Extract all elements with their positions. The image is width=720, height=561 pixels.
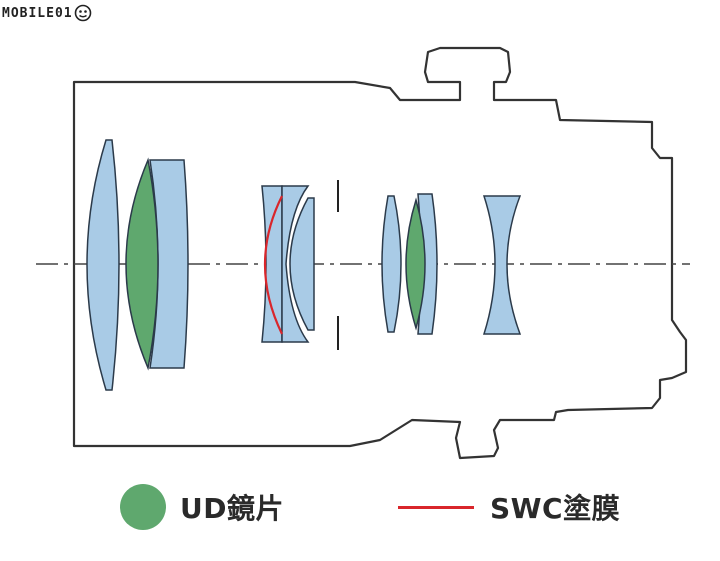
ud-lens-swatch	[120, 484, 166, 530]
swc-coating-swatch	[398, 505, 474, 509]
lens-element-1	[86, 139, 120, 391]
lens-element-6	[289, 197, 315, 331]
watermark-logo: MOBILE01	[2, 2, 92, 24]
lens-element-7	[381, 195, 402, 333]
ud-lens-element-2	[125, 157, 159, 371]
watermark-smiley-icon	[74, 4, 91, 22]
ud-lens-label: UD鏡片	[180, 492, 284, 525]
ud-lens-element-8	[405, 197, 426, 331]
swc-coating-label: SWC塗膜	[490, 492, 621, 525]
legend-ud: UD鏡片	[120, 482, 284, 532]
swc-coating-curve	[264, 195, 283, 335]
watermark-text: MOBILE01	[2, 5, 73, 21]
lens-barrel-outline	[72, 46, 688, 460]
lens-element-10	[482, 195, 522, 335]
legend-swc: SWC塗膜	[398, 482, 620, 532]
lens-element-5	[281, 185, 310, 343]
